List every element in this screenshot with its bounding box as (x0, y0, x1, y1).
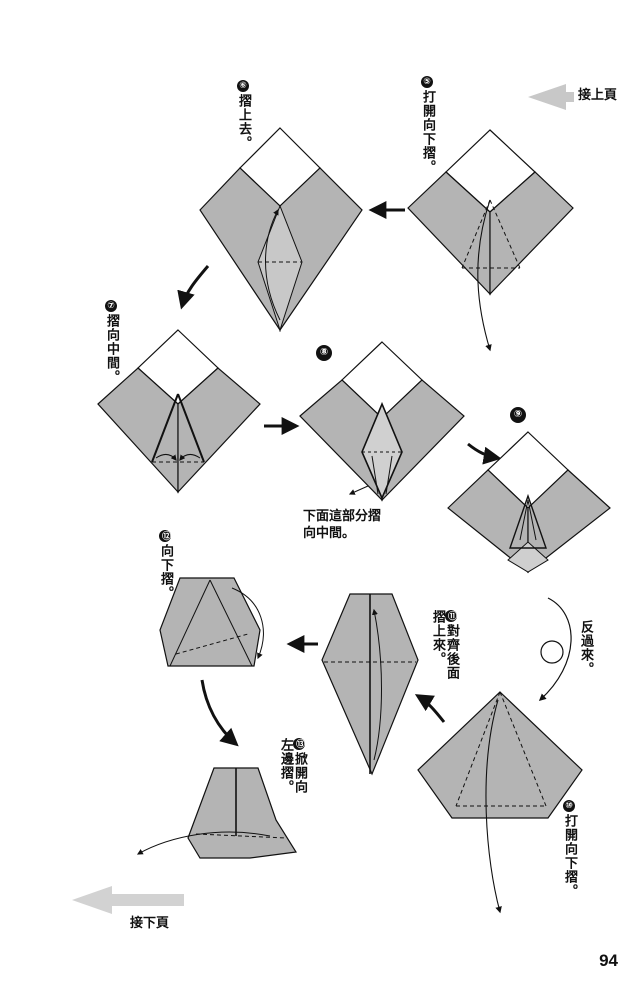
page-number: 94 (599, 951, 618, 970)
step7-number: ⑦ (105, 300, 117, 312)
step13-figure (136, 767, 298, 859)
step7-label: ⑦ 摺向中間。 (104, 300, 119, 384)
step13-text: 掀開向左邊摺。 (278, 738, 307, 794)
step9-figure (447, 431, 611, 574)
step13-label: ⑬掀開向左邊摺。 (278, 738, 307, 804)
step13-number: ⑬ (293, 738, 305, 750)
arrow-6-7 (177, 265, 210, 310)
next-page-label[interactable]: 接下頁 (130, 916, 170, 931)
step10-figure (417, 691, 583, 914)
arrow-12-13 (200, 679, 239, 747)
step10-text: 打開向下摺。 (562, 814, 577, 898)
step6-number: ⑥ (237, 80, 249, 92)
step8-note: 下面這部分摺向中間。 (303, 509, 382, 541)
step7-text: 摺向中間。 (104, 314, 119, 384)
prev-page-arrow[interactable] (528, 84, 574, 110)
step11-label: ⑪對齊後面摺上來。 (430, 610, 459, 690)
step5-figure (407, 129, 574, 352)
step12-number: ⑫ (159, 530, 171, 542)
step5-label: ⑤ 打開向下摺。 (420, 76, 435, 174)
step10-label: ⑩ 打開向下摺。 (562, 800, 577, 898)
step8-number: ⑧ (316, 345, 332, 361)
flip-note: 反過來。 (578, 620, 593, 676)
step6-text: 摺上去。 (236, 94, 251, 150)
step12-label: ⑫ 向下摺。 (158, 530, 173, 600)
step11-text: 對齊後面摺上來。 (430, 610, 459, 680)
step11-figure (321, 593, 419, 776)
arrow-8-9 (467, 442, 502, 465)
next-page-arrow[interactable] (72, 886, 184, 914)
step6-figure (199, 127, 363, 332)
step8-figure (299, 341, 465, 502)
step10-number: ⑩ (563, 800, 575, 812)
step5-number: ⑤ (421, 76, 433, 88)
step12-text: 向下摺。 (158, 544, 173, 600)
flip-loop (540, 640, 564, 664)
step7-figure (97, 329, 261, 494)
step11-number: ⑪ (445, 610, 457, 622)
step5-text: 打開向下摺。 (420, 90, 435, 174)
arrow-10-11 (414, 694, 446, 723)
step12-figure (159, 577, 264, 667)
flip-arrow (538, 597, 572, 701)
step6-label: ⑥ 摺上去。 (236, 80, 251, 150)
prev-page-label[interactable]: 接上頁 (578, 88, 618, 103)
step9-number: ⑨ (510, 407, 526, 423)
